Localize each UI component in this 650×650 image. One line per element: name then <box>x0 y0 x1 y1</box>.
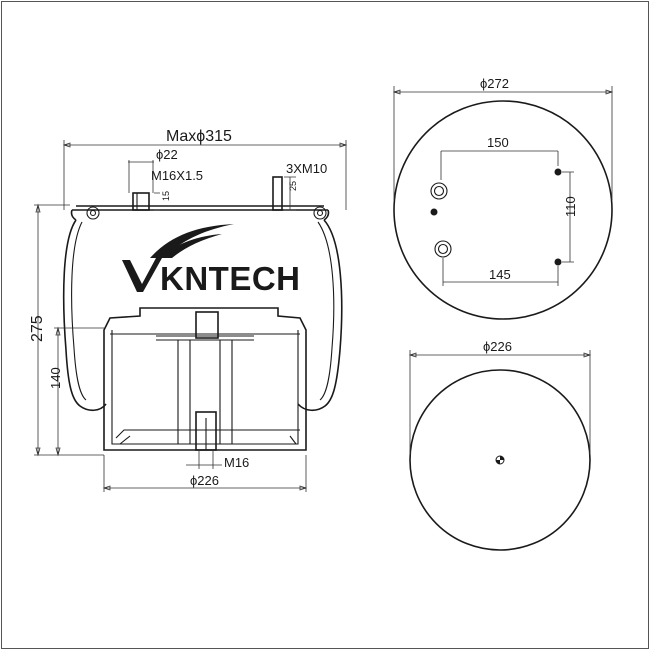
bolt-m10 <box>272 176 283 211</box>
dim-piston-diameter <box>102 455 308 492</box>
piston-bottom-circle <box>409 369 591 551</box>
stud-outer <box>434 240 452 258</box>
logo-swoosh-inner <box>160 234 222 258</box>
dim-bolt-height <box>284 176 296 211</box>
dim-bottom-spacing <box>442 258 559 286</box>
dim-top-spacing <box>440 150 559 180</box>
bellows-outline <box>62 219 343 412</box>
piston-inner <box>110 330 300 445</box>
air-fitting-outer <box>430 182 448 200</box>
top-view: ϕ272 150 110 145 <box>392 76 614 320</box>
side-view: Maxϕ315 ϕ22 M16X1.5 15 3XM10 25 275 140 … <box>29 128 348 492</box>
piston-top-plug <box>195 311 219 339</box>
dim-bottom-thread <box>186 450 222 469</box>
max-diameter-label: Maxϕ315 <box>166 128 232 145</box>
dim-vertical-spacing <box>562 171 574 263</box>
stud-thread-label: M16X1.5 <box>151 168 203 183</box>
dim-stud-diameter <box>128 160 154 193</box>
piston-height-label: 140 <box>48 367 63 389</box>
bottom-spacing-label: 145 <box>489 267 511 282</box>
plate-diameter-label: ϕ272 <box>480 76 509 91</box>
stud-m16 <box>132 192 150 211</box>
dim-plate-diameter <box>392 86 614 200</box>
dim-stud-height <box>154 192 160 211</box>
bottom-diameter-label: ϕ226 <box>483 339 512 354</box>
center-hole-icon <box>495 455 505 465</box>
dim-bottom-diameter <box>408 350 592 455</box>
dim-height <box>34 203 104 457</box>
logo-v-mark <box>122 258 162 292</box>
kntech-logo: KNTECH <box>122 224 301 297</box>
bolt-hole-bottom-right <box>554 258 562 266</box>
bellows-inner <box>71 221 335 401</box>
top-bead-plate <box>70 205 330 221</box>
bottom-thread-label: M16 <box>224 455 249 470</box>
piston-body <box>103 307 307 451</box>
stud-inner <box>437 243 449 255</box>
piston-diameter-label: ϕ226 <box>190 473 219 488</box>
logo-text: KNTECH <box>160 260 301 297</box>
bolt-hole-top-right <box>554 168 562 176</box>
bolts-label: 3XM10 <box>286 161 327 176</box>
piston-ribs <box>115 340 300 445</box>
dim-piston-height <box>54 326 104 457</box>
stud-height-label: 15 <box>161 191 171 201</box>
right-bead-roll <box>313 206 327 220</box>
top-spacing-label: 150 <box>487 135 509 150</box>
height-label: 275 <box>29 315 46 342</box>
top-plate-circle <box>393 100 613 320</box>
stud-diameter-label: ϕ22 <box>156 147 178 162</box>
dim-max-diameter <box>62 140 348 210</box>
left-bead-roll-inner <box>89 209 97 217</box>
bottom-view: ϕ226 <box>408 339 592 551</box>
air-fitting-inner <box>433 185 445 197</box>
bolt-hole-left <box>430 208 438 216</box>
bolt-height-label: 25 <box>288 181 298 191</box>
right-bead-roll-inner <box>316 209 324 217</box>
left-bead-roll <box>86 206 100 220</box>
vertical-spacing-label: 110 <box>563 196 578 217</box>
logo-swoosh <box>150 224 234 258</box>
